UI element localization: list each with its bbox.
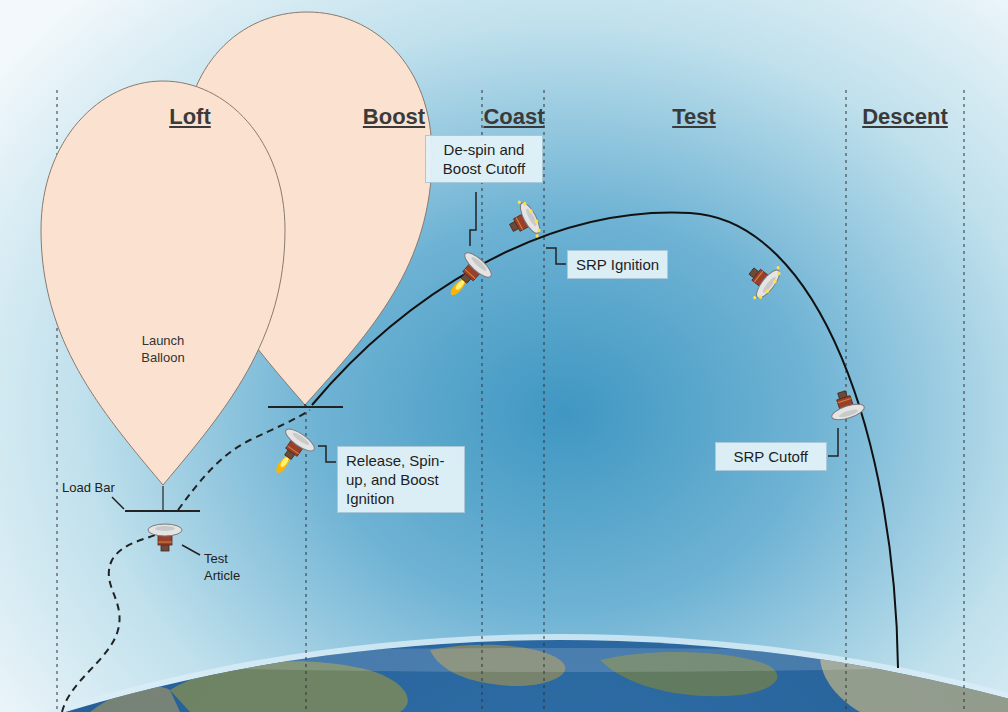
- callout-text: SRP Ignition: [576, 255, 659, 274]
- phase-heading: Loft: [169, 104, 211, 130]
- test-article: [148, 524, 182, 551]
- balloon-label: Launch Balloon: [123, 332, 203, 366]
- callout-text: De-spin and Boost Cutoff: [434, 140, 534, 178]
- balloon-envelope: [40, 80, 286, 488]
- callout-text: SRP Cutoff: [734, 447, 809, 466]
- flight-trajectory: [312, 213, 898, 668]
- test-article-srp: [502, 197, 545, 246]
- event-callout: SRP Cutoff: [715, 442, 828, 471]
- event-callout: De-spin and Boost Cutoff: [425, 135, 543, 183]
- test-article-boost: [263, 425, 317, 482]
- test-article-srp: [739, 255, 786, 304]
- event-callout: SRP Ignition: [567, 250, 668, 279]
- phase-heading: Boost: [363, 104, 425, 130]
- balloon-outline: [41, 81, 285, 485]
- phase-heading: Coast: [483, 104, 544, 130]
- test-article-boost: [439, 249, 495, 306]
- launch-balloon: Launch Balloon: [40, 80, 286, 488]
- callout-text: Release, Spin-up, and Boost Ignition: [346, 451, 456, 508]
- part-label: Test Article: [204, 550, 256, 584]
- part-label: Load Bar: [62, 479, 115, 496]
- earth: [0, 634, 1008, 712]
- event-callout: Release, Spin-up, and Boost Ignition: [337, 446, 465, 513]
- test-article: [825, 387, 866, 423]
- phase-heading: Test: [672, 104, 716, 130]
- phase-heading: Descent: [862, 104, 948, 130]
